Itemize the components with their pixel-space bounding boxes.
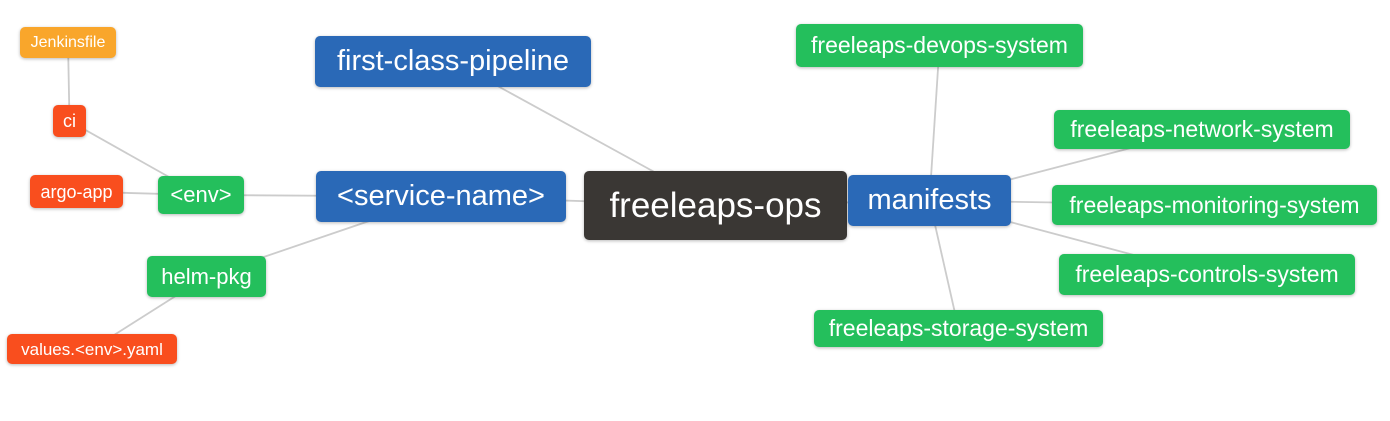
node-values-env-yaml[interactable]: values.<env>.yaml xyxy=(7,334,177,364)
node-manifests[interactable]: manifests xyxy=(848,175,1011,226)
node-first-class-pipeline[interactable]: first-class-pipeline xyxy=(315,36,591,87)
node-label: Jenkinsfile xyxy=(30,33,106,51)
node-label: freeleaps-devops-system xyxy=(811,32,1068,58)
node-label: helm-pkg xyxy=(161,263,252,289)
node-label: first-class-pipeline xyxy=(336,45,570,77)
node-freeleaps-network-system[interactable]: freeleaps-network-system xyxy=(1054,110,1350,149)
node-helm-pkg[interactable]: helm-pkg xyxy=(147,256,266,297)
node-label: freeleaps-storage-system xyxy=(828,315,1089,341)
node-label: manifests xyxy=(867,184,992,216)
node-label: values.<env>.yaml xyxy=(21,339,163,359)
node-label: freeleaps-controls-system xyxy=(1075,261,1339,287)
node-label: freeleaps-ops xyxy=(609,186,822,225)
node-env[interactable]: <env> xyxy=(158,176,244,214)
node-ci[interactable]: ci xyxy=(53,105,86,137)
node-freeleaps-monitoring-system[interactable]: freeleaps-monitoring-system xyxy=(1052,185,1377,225)
node-freeleaps-storage-system[interactable]: freeleaps-storage-system xyxy=(814,310,1103,347)
node-argo-app[interactable]: argo-app xyxy=(30,175,123,208)
node-label: freeleaps-monitoring-system xyxy=(1069,191,1360,218)
node-freeleaps-ops[interactable]: freeleaps-ops xyxy=(584,171,847,240)
node-label: <env> xyxy=(170,182,232,207)
node-freeleaps-devops-system[interactable]: freeleaps-devops-system xyxy=(796,24,1083,67)
node-freeleaps-controls-system[interactable]: freeleaps-controls-system xyxy=(1059,254,1355,295)
node-jenkinsfile[interactable]: Jenkinsfile xyxy=(20,27,116,58)
node-label: <service-name> xyxy=(337,180,545,212)
edge-manifests-freeleaps-devops-system xyxy=(928,45,941,201)
node-label: freeleaps-network-system xyxy=(1070,116,1334,142)
node-label: ci xyxy=(63,111,76,131)
node-service-name[interactable]: <service-name> xyxy=(316,171,566,222)
node-label: argo-app xyxy=(40,181,113,202)
